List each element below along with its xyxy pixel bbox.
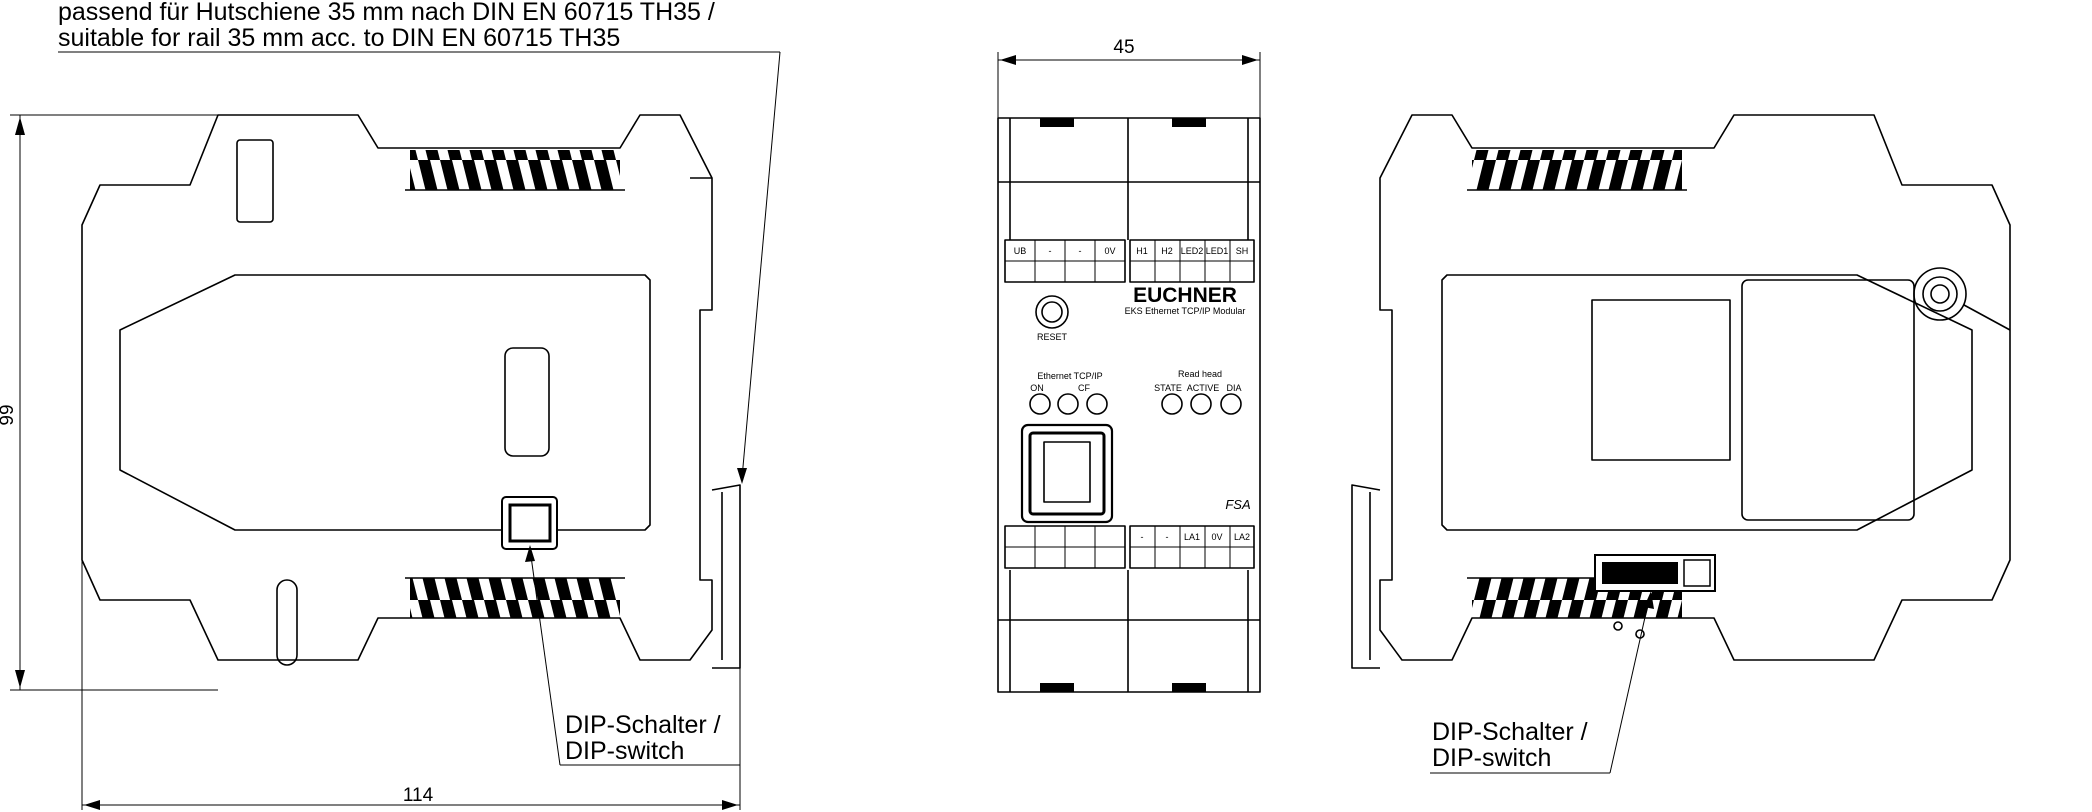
right-large-window	[1741, 279, 1915, 521]
terminal-minus-2: -	[1079, 246, 1082, 256]
dip-label-right: DIP-Schalter / DIP-switch	[1430, 591, 1654, 774]
led-cf-label: CF	[1078, 383, 1090, 393]
led-active	[1190, 393, 1212, 415]
right-front-face	[1441, 274, 1973, 531]
led-state	[1161, 393, 1183, 415]
left-housing-outline	[81, 114, 713, 661]
dip-label-left: DIP-Schalter / DIP-switch	[525, 545, 740, 766]
left-top-slot	[236, 139, 274, 223]
terminal-ub: UB	[1014, 246, 1027, 256]
rail-note-arrow	[737, 468, 747, 484]
right-knob	[1913, 267, 1967, 321]
terminal-minus-1: -	[1049, 246, 1052, 256]
dim-height: 99	[0, 114, 218, 691]
right-label-window	[1591, 299, 1731, 461]
left-front-face	[119, 274, 651, 531]
dip-label-right-line2: DIP-switch	[1432, 744, 1551, 772]
led-dia	[1220, 393, 1242, 415]
led-active-label: ACTIVE	[1187, 383, 1220, 393]
width-dimension: 45	[1113, 37, 1134, 58]
terminal-la1: LA1	[1184, 532, 1200, 542]
brand-logo: EUCHNER	[1133, 284, 1237, 307]
left-rail-clip	[711, 484, 741, 669]
model-name: EKS Ethernet TCP/IP Modular	[1125, 306, 1246, 316]
depth-dimension: 114	[403, 785, 434, 806]
terminal-bottom-minus-1: -	[1141, 532, 1144, 542]
terminal-bottom-minus-2: -	[1166, 532, 1169, 542]
rail-note-line2: suitable for rail 35 mm acc. to DIN EN 6…	[58, 24, 620, 52]
left-top-vent	[410, 150, 620, 190]
terminal-sh: SH	[1236, 246, 1249, 256]
led-on-label: ON	[1030, 383, 1044, 393]
dim-depth: 114	[81, 560, 741, 810]
terminal-la2: LA2	[1234, 532, 1250, 542]
reset-label: RESET	[1037, 332, 1068, 342]
led-dia-label: DIA	[1226, 383, 1241, 393]
terminal-h1: H1	[1136, 246, 1148, 256]
left-bottom-vent	[410, 578, 620, 618]
reset-button	[1035, 295, 1069, 329]
terminal-bottom-0v: 0V	[1211, 532, 1222, 542]
rail-note: passend für Hutschiene 35 mm nach DIN EN…	[58, 0, 781, 484]
height-dimension: 99	[0, 404, 18, 425]
led-on	[1029, 393, 1051, 415]
right-housing-outline	[1379, 114, 2011, 661]
dip-label-right-line1: DIP-Schalter /	[1432, 718, 1588, 746]
fsa-label: FSA	[1225, 497, 1250, 512]
led-state-label: STATE	[1154, 383, 1182, 393]
front-housing	[997, 117, 1261, 693]
right-top-vent	[1472, 150, 1682, 190]
dip-label-left-line2: DIP-switch	[565, 737, 684, 765]
terminal-led1: LED1	[1206, 246, 1229, 256]
rail-note-leader	[741, 51, 781, 479]
side-view-left	[81, 114, 741, 669]
led-cf	[1086, 393, 1108, 415]
ethernet-group-label: Ethernet TCP/IP	[1037, 371, 1102, 381]
dip-label-left-line1: DIP-Schalter /	[565, 711, 721, 739]
terminal-0v: 0V	[1104, 246, 1115, 256]
front-view: 45 UB - - 0V H1 H2 LED2 LED1	[997, 37, 1261, 693]
side-view-right	[1351, 114, 2011, 669]
rail-note-line1: passend für Hutschiene 35 mm nach DIN EN…	[58, 0, 715, 26]
left-bottom-slot	[276, 579, 298, 666]
terminal-h2: H2	[1161, 246, 1173, 256]
led-middle	[1057, 393, 1079, 415]
left-center-slot	[504, 347, 550, 457]
read-head-label: Read head	[1178, 369, 1222, 379]
terminal-led2: LED2	[1181, 246, 1204, 256]
right-rail-clip	[1351, 484, 1381, 669]
